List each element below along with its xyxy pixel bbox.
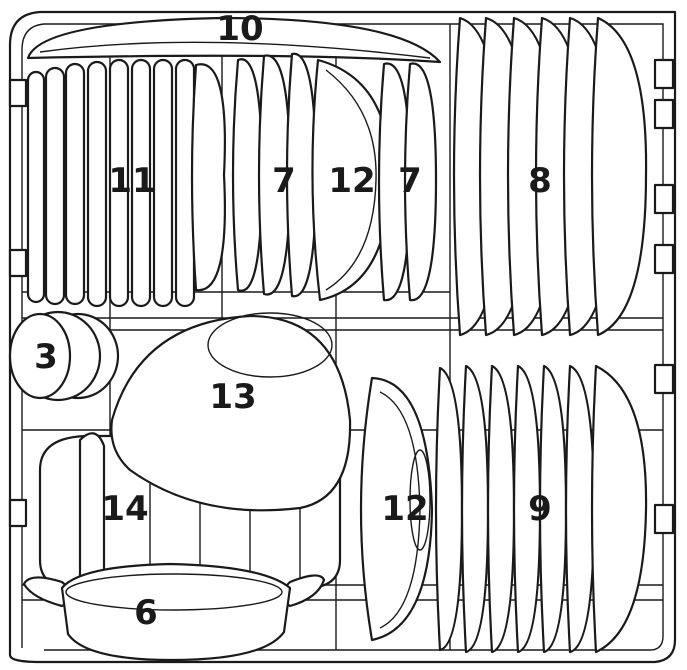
item-labels: 10 11 7 12 7 8 3 13 14 12 9 6 (34, 9, 552, 633)
plates-item-7-left (231, 52, 318, 298)
label-12-upper: 12 (328, 161, 375, 201)
platter-item-10 (26, 16, 442, 64)
bowl-item-12-lower (359, 376, 434, 642)
plates-item-7-right (377, 62, 438, 302)
label-3: 3 (34, 337, 58, 377)
label-7-right: 7 (398, 161, 422, 201)
plates-item-11 (26, 58, 226, 308)
saucers-item-3 (8, 310, 120, 402)
label-9: 9 (528, 489, 552, 529)
label-8: 8 (528, 161, 552, 201)
label-6: 6 (134, 593, 158, 633)
plates-item-8 (452, 16, 648, 337)
bowl-item-12-upper (311, 58, 392, 302)
label-10: 10 (216, 9, 263, 49)
plates-item-9 (434, 364, 648, 654)
label-7-left: 7 (272, 161, 296, 201)
label-12-lower: 12 (381, 489, 428, 529)
label-14: 14 (101, 489, 148, 529)
bowl-item-13 (110, 312, 352, 512)
pan-item-6 (22, 562, 326, 662)
label-13: 13 (209, 377, 256, 417)
label-11: 11 (108, 161, 155, 201)
